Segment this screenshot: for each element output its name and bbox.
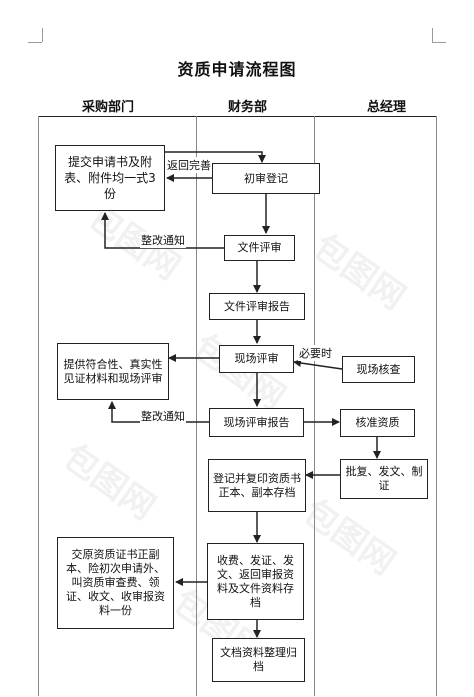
header-rule — [38, 116, 436, 117]
page-title: 资质申请流程图 — [177, 60, 297, 79]
column-header-finance: 财务部 — [228, 100, 268, 115]
box-submit-application: 提交申请书及附表、附件均一式3份 — [55, 145, 165, 211]
box-approval-dispatch: 批复、发文、制证 — [340, 459, 428, 499]
box-onsite-verification: 现场核查 — [342, 356, 415, 383]
column-header-general-manager: 总经理 — [367, 100, 407, 115]
table-border-right — [436, 116, 437, 696]
box-collect-fees-return: 收费、发证、发文、返回审报资料及文件资料存档 — [207, 543, 304, 620]
lane-divider-right — [314, 116, 315, 696]
box-document-review-report: 文件评审报告 — [209, 293, 305, 320]
table-border-left — [38, 116, 39, 696]
label-return-complete: 返回完善 — [166, 157, 212, 173]
label-necessary: 必要时 — [298, 345, 333, 361]
crop-mark-top-right — [432, 42, 446, 43]
arrow-docreview-to-submit — [101, 212, 224, 249]
arrow-submit-to-initial — [158, 151, 266, 163]
box-document-review: 文件评审 — [224, 235, 295, 261]
column-header-purchasing: 采购部门 — [82, 100, 135, 115]
crop-mark-top-right — [432, 28, 433, 42]
box-archive-files: 文档资料整理归档 — [212, 638, 305, 682]
lane-divider-left — [196, 116, 197, 696]
box-provide-documents: 提供符合性、真实性见证材料和现场评审 — [57, 343, 169, 400]
crop-mark-top-left — [28, 42, 42, 43]
box-register-copy-certificate: 登记并复印资质书正本、副本存档 — [208, 459, 306, 512]
box-approve-qualification: 核准资质 — [340, 409, 415, 437]
label-rectify-notice-1: 整改通知 — [140, 232, 186, 248]
box-initial-registration: 初审登记 — [212, 163, 320, 194]
arrow-verify-to-onsite — [293, 359, 343, 370]
box-receive-certificate-fees: 交原资质证书正副本、险初次申请外、叫资质审查费、领证、收文、收审报资料一份 — [57, 537, 174, 629]
crop-mark-top-left — [42, 28, 43, 42]
box-onsite-review: 现场评审 — [219, 345, 294, 373]
label-rectify-notice-2: 整改通知 — [140, 408, 186, 424]
box-onsite-review-report: 现场评审报告 — [209, 408, 304, 437]
